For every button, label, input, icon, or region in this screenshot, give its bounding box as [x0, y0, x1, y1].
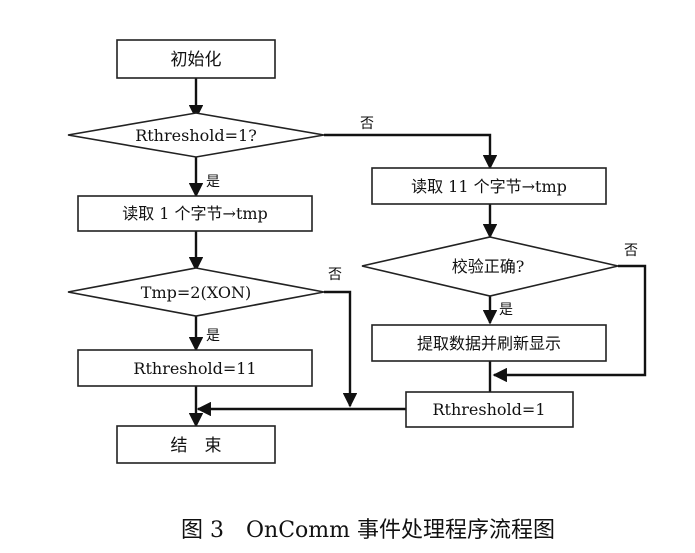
edge-label-rthreshold-no: 否 — [360, 116, 374, 132]
node-decision-rthreshold: Rthreshold=1? — [67, 112, 325, 158]
node-decision-tmp-label: Tmp=2(XON) — [141, 283, 251, 302]
connector-checksum-no — [492, 264, 647, 383]
edge-label-tmp-yes: 是 — [206, 328, 220, 344]
node-read-one: 读取 1 个字节→tmp — [77, 195, 313, 232]
figure-caption: 图 3 OnComm 事件处理程序流程图 — [181, 518, 555, 543]
node-end-label: 结 束 — [171, 436, 222, 456]
node-end: 结 束 — [116, 425, 276, 464]
node-init-label: 初始化 — [171, 50, 222, 70]
node-read-one-label: 读取 1 个字节→tmp — [122, 204, 268, 223]
edge-label-tmp-no: 否 — [328, 267, 342, 283]
node-read-eleven: 读取 11 个字节→tmp — [371, 167, 607, 205]
node-decision-rthreshold-label: Rthreshold=1? — [135, 126, 257, 145]
edge-label-rthreshold-yes: 是 — [206, 174, 220, 190]
node-decision-checksum: 校验正确? — [361, 236, 619, 297]
edge-label-checksum-yes: 是 — [499, 302, 513, 318]
node-extract-data-label: 提取数据并刷新显示 — [417, 334, 561, 353]
connector-tmp-no — [324, 290, 358, 408]
node-set-rthreshold-11-label: Rthreshold=11 — [133, 359, 256, 378]
edge-label-checksum-no: 否 — [624, 243, 638, 259]
connectors — [188, 78, 647, 428]
node-decision-checksum-label: 校验正确? — [452, 257, 525, 276]
node-read-eleven-label: 读取 11 个字节→tmp — [411, 177, 567, 196]
node-set-rthreshold-1: Rthreshold=1 — [405, 391, 574, 428]
node-extract-data: 提取数据并刷新显示 — [371, 324, 607, 362]
node-decision-tmp: Tmp=2(XON) — [67, 267, 325, 317]
node-set-rthreshold-11: Rthreshold=11 — [77, 349, 313, 387]
connector-rthreshold-no — [324, 133, 498, 170]
node-init: 初始化 — [116, 39, 276, 79]
node-set-rthreshold-1-label: Rthreshold=1 — [433, 400, 546, 419]
